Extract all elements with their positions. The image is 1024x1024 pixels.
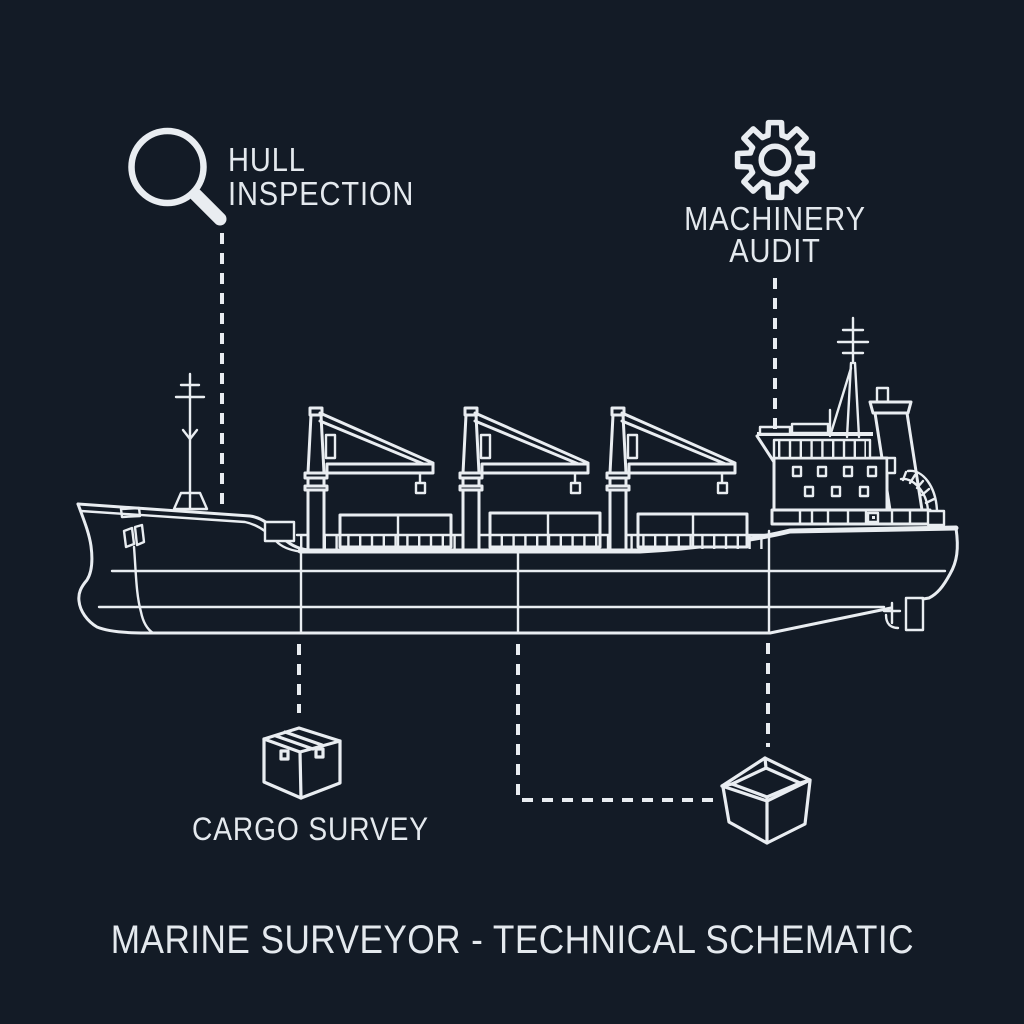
foremast <box>172 372 209 511</box>
stern-ladder <box>899 469 939 513</box>
machinery-audit-line2: AUDIT <box>729 232 821 269</box>
deck-railing <box>295 533 772 549</box>
block-windows <box>791 465 878 498</box>
cargo-connector-2 <box>516 644 717 802</box>
deck-winch <box>263 520 296 543</box>
hull-inspection-line1: HULL <box>228 141 306 178</box>
open-cargo-box-icon <box>720 756 812 845</box>
machinery-audit-label: MACHINERY AUDIT <box>575 200 975 269</box>
anchor <box>119 506 155 635</box>
anchor-chain <box>132 545 155 635</box>
superstructure <box>755 316 946 527</box>
machinery-audit-line1: MACHINERY <box>684 200 866 237</box>
hull-inspection-line2: INSPECTION <box>228 175 415 212</box>
bridge <box>755 422 897 475</box>
gear-icon <box>734 119 816 201</box>
hull-inspection-label: HULL INSPECTION <box>228 143 440 211</box>
boat-deck-band <box>770 508 946 527</box>
cargo-survey-label: CARGO SURVEY <box>192 811 429 847</box>
stern-gear <box>882 596 925 632</box>
rudder <box>904 596 925 632</box>
schematic-title: MARINE SURVEYOR - TECHNICAL SCHEMATIC <box>110 918 914 962</box>
closed-cargo-box-icon <box>262 726 342 800</box>
main-mast <box>828 316 870 439</box>
magnifying-glass-icon <box>128 127 227 226</box>
connector-lines <box>220 233 777 802</box>
propeller <box>882 601 902 630</box>
